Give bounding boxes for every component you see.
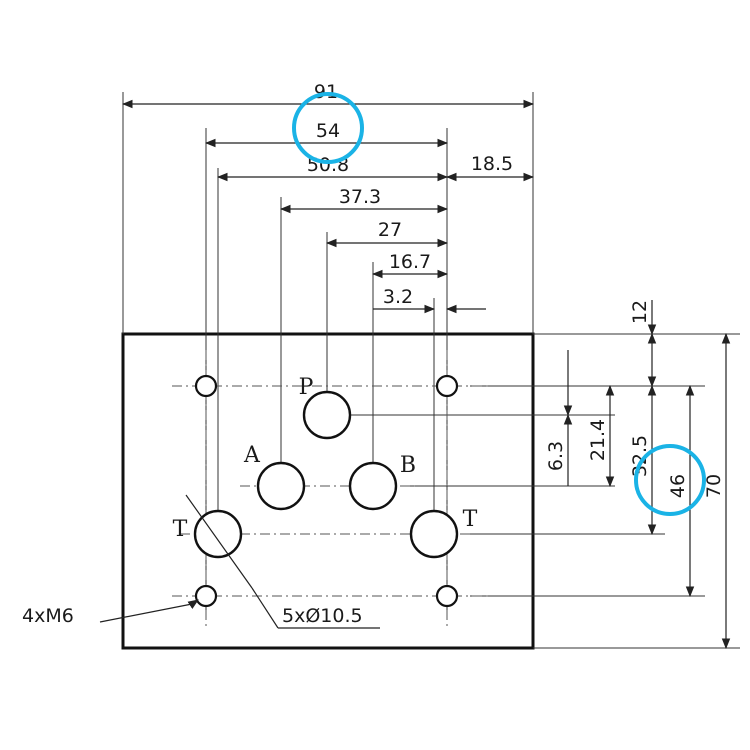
dim-p-port-offset: 27 bbox=[378, 219, 402, 241]
dim-b-port-offset: 16.7 bbox=[389, 251, 431, 273]
dim-overall-height: 70 bbox=[703, 474, 725, 498]
dim-bolt-pitch-vertical: 46 bbox=[667, 474, 689, 498]
callout-port-holes: 5xØ10.5 bbox=[282, 605, 363, 627]
port-hole-t-left bbox=[193, 509, 243, 559]
bolt-hole-top-right bbox=[435, 374, 459, 398]
port-hole-p bbox=[302, 390, 352, 440]
dim-overall-width: 91 bbox=[314, 81, 338, 103]
dim-edge-offset: 18.5 bbox=[471, 153, 513, 175]
port-label-a: A bbox=[243, 443, 261, 468]
port-hole-a bbox=[256, 461, 306, 511]
bolt-hole-top-left bbox=[194, 374, 218, 398]
plate-outline bbox=[121, 332, 535, 650]
port-label-t-left: T bbox=[173, 517, 188, 542]
dim-top-margin: 12 bbox=[629, 300, 651, 324]
dim-32-5: 32.5 bbox=[629, 435, 651, 477]
dim-small-offset: 3.2 bbox=[383, 286, 413, 308]
port-hole-b bbox=[348, 461, 398, 511]
port-hole-t-right bbox=[409, 509, 459, 559]
top-dimension-lines bbox=[121, 99, 535, 314]
bolt-hole-bottom-left bbox=[194, 584, 218, 608]
highlight-circle-54 bbox=[292, 92, 364, 164]
callout-bolt-thread: 4xM6 bbox=[22, 605, 74, 627]
dim-21-4: 21.4 bbox=[587, 419, 609, 461]
dim-a-port-offset: 37.3 bbox=[339, 186, 381, 208]
highlight-circle-46 bbox=[634, 444, 706, 516]
dim-bolt-pitch-horizontal: 54 bbox=[316, 120, 340, 142]
leader-lines bbox=[99, 494, 380, 629]
port-label-p: P bbox=[299, 375, 314, 400]
bolt-hole-bottom-right bbox=[435, 584, 459, 608]
dim-6-3: 6.3 bbox=[545, 441, 567, 471]
port-label-t-right: T bbox=[463, 507, 478, 532]
port-label-b: B bbox=[400, 453, 416, 478]
